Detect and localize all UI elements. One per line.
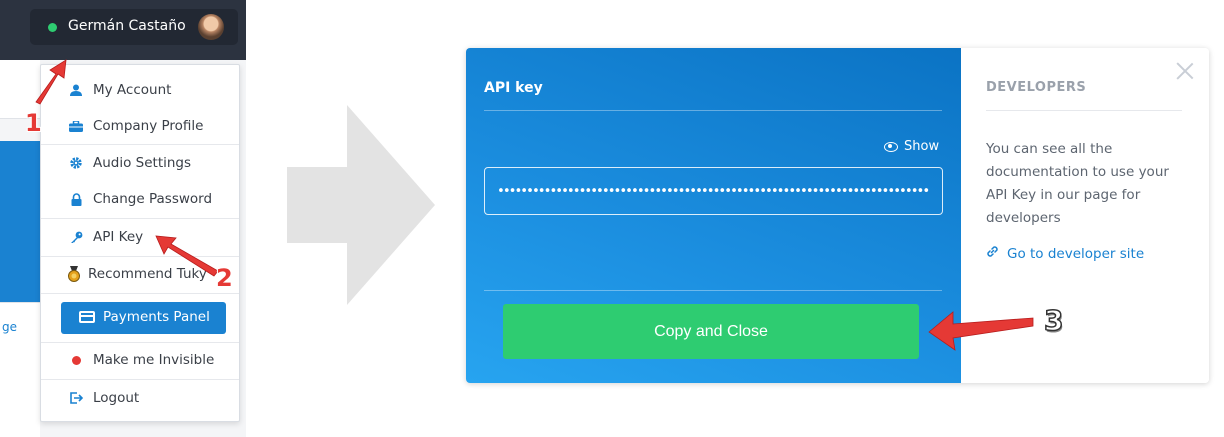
divider — [484, 110, 942, 111]
user-menu-toggle[interactable]: Germán Castaño — [30, 9, 238, 45]
developers-description: You can see all the documentation to use… — [986, 141, 1169, 226]
link-icon — [986, 245, 999, 262]
lock-icon — [69, 192, 83, 206]
api-key-modal: API key Show Copy and Close DEVELOPERS Y… — [466, 48, 1209, 383]
menu-item-label: Change Password — [93, 191, 213, 207]
menu-item-recommend[interactable]: Recommend Tuky — [41, 257, 239, 293]
api-key-panel: API key Show Copy and Close — [466, 48, 961, 383]
developers-panel: DEVELOPERS You can see all the documenta… — [961, 48, 1209, 383]
developers-title: DEVELOPERS — [986, 80, 1087, 95]
step-number-1: 1 — [25, 109, 42, 137]
menu-item-audio-settings[interactable]: Audio Settings — [41, 146, 239, 182]
briefcase-icon — [69, 119, 83, 133]
menu-item-label: My Account — [93, 82, 172, 98]
divider — [986, 110, 1182, 111]
side-link-fragment[interactable]: ge — [2, 320, 17, 334]
logout-icon — [69, 391, 83, 405]
step-number-2: 2 — [216, 264, 233, 292]
top-bar: Germán Castaño — [0, 0, 246, 60]
payments-panel-button[interactable]: Payments Panel — [61, 302, 226, 334]
transition-arrow-icon — [287, 105, 435, 305]
menu-divider — [41, 293, 239, 294]
side-panel-blue — [0, 141, 40, 303]
card-icon — [79, 311, 95, 323]
avatar — [198, 14, 224, 40]
api-key-field[interactable] — [484, 167, 943, 215]
modal-title: API key — [484, 80, 543, 96]
menu-item-make-invisible[interactable]: Make me Invisible — [41, 343, 239, 379]
step-number-3: 3 — [1043, 303, 1064, 338]
menu-item-label: Make me Invisible — [93, 352, 215, 368]
show-label: Show — [904, 139, 940, 154]
menu-divider — [41, 144, 239, 145]
menu-divider — [41, 379, 239, 380]
show-key-toggle[interactable]: Show — [884, 139, 939, 154]
menu-item-label: Audio Settings — [93, 155, 192, 171]
menu-item-label: API Key — [93, 229, 144, 245]
payments-panel-label: Payments Panel — [103, 309, 210, 325]
close-icon[interactable] — [1176, 62, 1194, 80]
online-status-icon — [48, 23, 57, 32]
menu-divider — [41, 342, 239, 343]
menu-item-my-account[interactable]: My Account — [41, 73, 239, 109]
menu-divider — [41, 256, 239, 257]
menu-item-label: Logout — [93, 390, 140, 406]
menu-item-logout[interactable]: Logout — [41, 381, 239, 417]
side-panel-bottom — [0, 302, 40, 437]
key-icon — [69, 230, 83, 244]
user-dropdown-menu: My Account Company Profile Audio Setting… — [40, 64, 240, 422]
menu-item-label: Company Profile — [93, 118, 204, 134]
menu-item-label: Recommend Tuky — [88, 266, 207, 282]
divider — [484, 290, 942, 291]
menu-item-change-password[interactable]: Change Password — [41, 182, 239, 218]
user-name: Germán Castaño — [68, 18, 186, 34]
developer-site-link[interactable]: Go to developer site — [986, 245, 1144, 262]
eye-icon — [884, 141, 898, 152]
menu-divider — [41, 218, 239, 219]
red-dot-icon — [69, 353, 83, 367]
developer-link-label: Go to developer site — [1007, 245, 1145, 262]
side-panel-top — [0, 60, 40, 119]
menu-item-api-key[interactable]: API Key — [41, 220, 239, 256]
medal-icon — [67, 266, 81, 282]
user-icon — [69, 83, 83, 97]
gear-icon — [69, 156, 83, 170]
menu-item-company-profile[interactable]: Company Profile — [41, 109, 239, 145]
copy-and-close-button[interactable]: Copy and Close — [503, 304, 919, 359]
